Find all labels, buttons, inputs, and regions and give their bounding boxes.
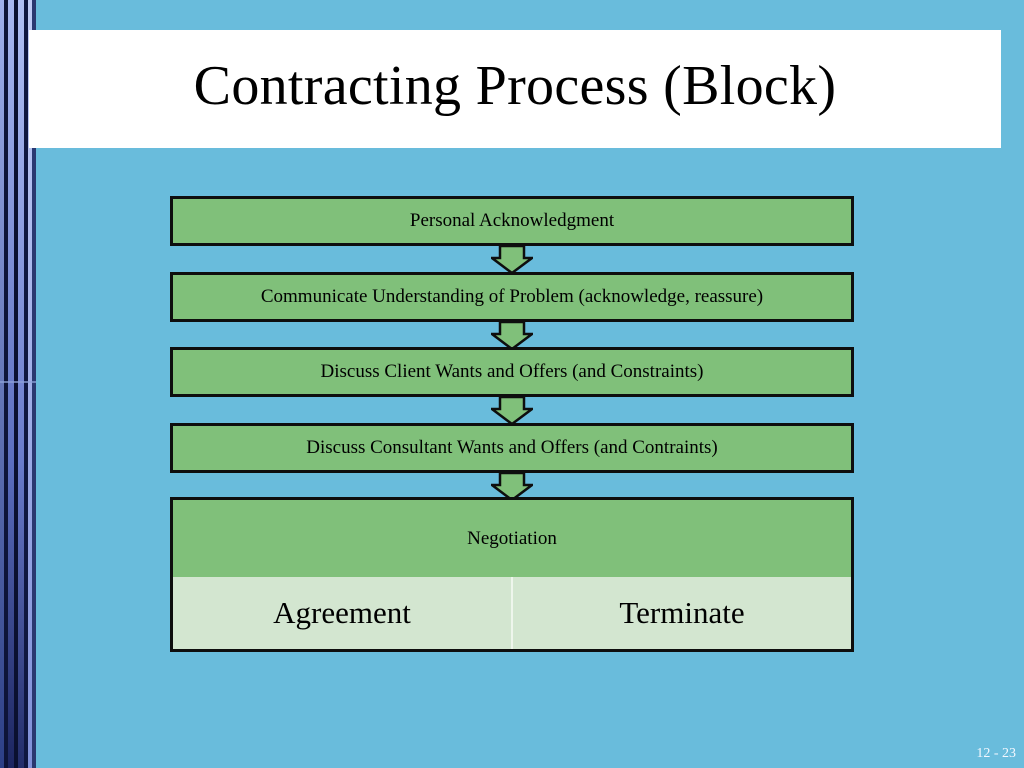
decor-stripe (24, 0, 28, 768)
down-arrow-icon (491, 322, 533, 350)
slide-number: 12 - 23 (976, 746, 1016, 761)
slide-title: Contracting Process (Block) (193, 55, 837, 117)
step-consultant-wants: Discuss Consultant Wants and Offers (and… (170, 423, 854, 473)
decor-stripe (4, 0, 8, 768)
negotiation-outcomes: Agreement Terminate (173, 577, 851, 649)
decor-line (0, 381, 36, 383)
decor-stripe (28, 0, 32, 768)
step-negotiation: Negotiation Agreement Terminate (170, 497, 854, 652)
down-arrow-icon (491, 397, 533, 425)
negotiation-label: Negotiation (467, 528, 557, 549)
decor-stripe (18, 0, 24, 768)
decor-stripe (0, 0, 4, 768)
title-banner: Contracting Process (Block) (29, 30, 1001, 148)
step-personal-acknowledgment: Personal Acknowledgment (170, 196, 854, 246)
down-arrow-icon (491, 246, 533, 274)
down-arrow-icon (491, 473, 533, 501)
step-client-wants: Discuss Client Wants and Offers (and Con… (170, 347, 854, 397)
outcome-terminate: Terminate (511, 577, 851, 649)
decor-stripe (32, 0, 36, 768)
decor-stripe (8, 0, 14, 768)
decor-stripe (14, 0, 18, 768)
outcome-agreement: Agreement (173, 577, 511, 649)
step-communicate-understanding: Communicate Understanding of Problem (ac… (170, 272, 854, 322)
